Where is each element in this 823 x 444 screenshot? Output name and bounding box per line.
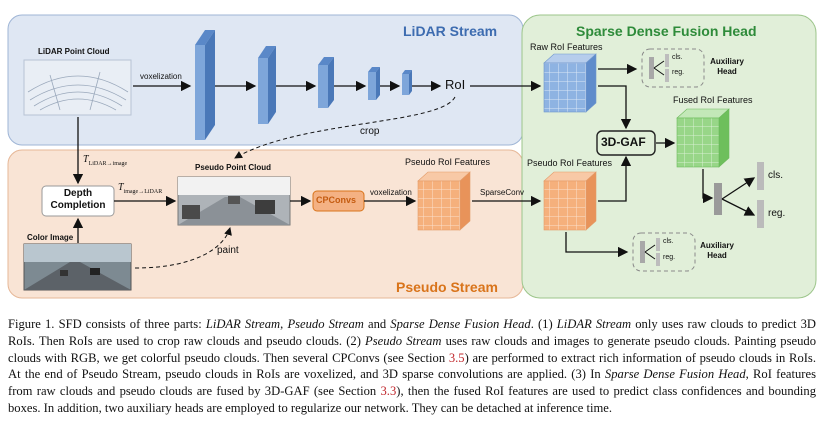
caption-italic: Pseudo Stream (287, 317, 364, 331)
aux-head-label-top: Auxiliary Head (710, 57, 744, 76)
t-image-lidar-label: Timage→LiDAR (118, 182, 163, 195)
caption-text: uses raw clouds and images to generate p… (8, 333, 816, 365)
main-head-fc (714, 183, 722, 215)
lidar-point-cloud-image (23, 59, 132, 116)
voxelization-label: voxelization (140, 72, 182, 81)
cpconvs-label: CPConvs (316, 195, 357, 205)
t-lidar-image-label: TLiDAR→image (83, 154, 128, 167)
caption-italic: Pseudo Stream (365, 333, 442, 348)
caption-text: , RoI features from raw clouds and pseud… (8, 367, 816, 399)
section-ref-link[interactable]: 3.3 (380, 384, 397, 399)
paint-label: paint (217, 245, 239, 256)
aux-head-label-bottom: Auxiliary Head (700, 241, 734, 260)
main-reg-label: reg. (768, 208, 786, 219)
gaf-box (596, 130, 656, 156)
lidar-point-cloud-label: LiDAR Point Cloud (38, 47, 110, 56)
aux-cls-label-top: cls. (672, 54, 683, 61)
sparseconv-label: SparseConv (480, 188, 525, 197)
raw-roi-features-label: Raw RoI Features (530, 42, 603, 52)
main-cls-label: cls. (768, 170, 783, 181)
voxelization-label-2: voxelization (370, 188, 412, 197)
caption-italic: LiDAR Stream (205, 317, 281, 331)
caption-text: and (367, 317, 387, 331)
figure-caption: Figure 1. SFD consists of three parts: L… (8, 316, 816, 417)
pseudo-stream-title: Pseudo Stream (396, 279, 498, 295)
gaf-label: 3D-GAF (601, 135, 646, 149)
pseudo-roi-cube-2 (543, 171, 597, 231)
caption-fig-label: Figure 1. (8, 317, 55, 331)
aux-reg-label-top: reg. (672, 69, 685, 76)
fused-roi-features-label: Fused RoI Features (673, 95, 753, 105)
main-cls-bar (757, 162, 764, 190)
pseudo-roi-features-label-2: Pseudo RoI Features (527, 158, 613, 168)
pseudo-roi-features-label: Pseudo RoI Features (405, 157, 491, 167)
diagram-canvas (7, 14, 817, 299)
fused-roi-cube (676, 108, 730, 168)
aux-head-bottom-box (632, 232, 696, 272)
lidar-conv-blocks (195, 30, 412, 140)
caption-text: , (280, 317, 284, 331)
caption-text: ) are performed to extract rich informat… (8, 350, 816, 382)
pseudo-roi-cube-1 (417, 171, 471, 231)
aux-reg-label-bottom: reg. (663, 254, 676, 261)
caption-italic: Sparse Dense Fusion Head (390, 317, 531, 331)
caption-italic: LiDAR Stream (556, 317, 632, 331)
caption-text: ), then the fused RoI features are used … (8, 384, 816, 415)
lidar-stream-title: LiDAR Stream (403, 23, 498, 39)
caption-text: . (1) (530, 317, 553, 331)
aux-head-top-box (641, 48, 705, 88)
section-ref-link[interactable]: 3.5 (448, 350, 465, 365)
pseudo-point-cloud-label: Pseudo Point Cloud (195, 163, 271, 172)
color-image-label: Color Image (27, 233, 74, 242)
caption-italic: Sparse Dense Fusion Head (604, 367, 746, 382)
caption-text: SFD consists of three parts: (58, 317, 202, 331)
crop-label: crop (360, 126, 380, 137)
caption-text: only uses raw clouds to predict 3D RoIs.… (8, 317, 816, 348)
depth-completion-label: Depth Completion (50, 188, 106, 211)
aux-cls-label-bottom: cls. (663, 238, 674, 245)
sfd-architecture-figure: LiDAR Stream Pseudo Stream Sparse Dense … (7, 14, 817, 299)
raw-roi-cube (543, 53, 597, 113)
roi-label: RoI (445, 77, 466, 92)
fusion-head-title: Sparse Dense Fusion Head (576, 23, 757, 39)
main-reg-bar (757, 200, 764, 228)
